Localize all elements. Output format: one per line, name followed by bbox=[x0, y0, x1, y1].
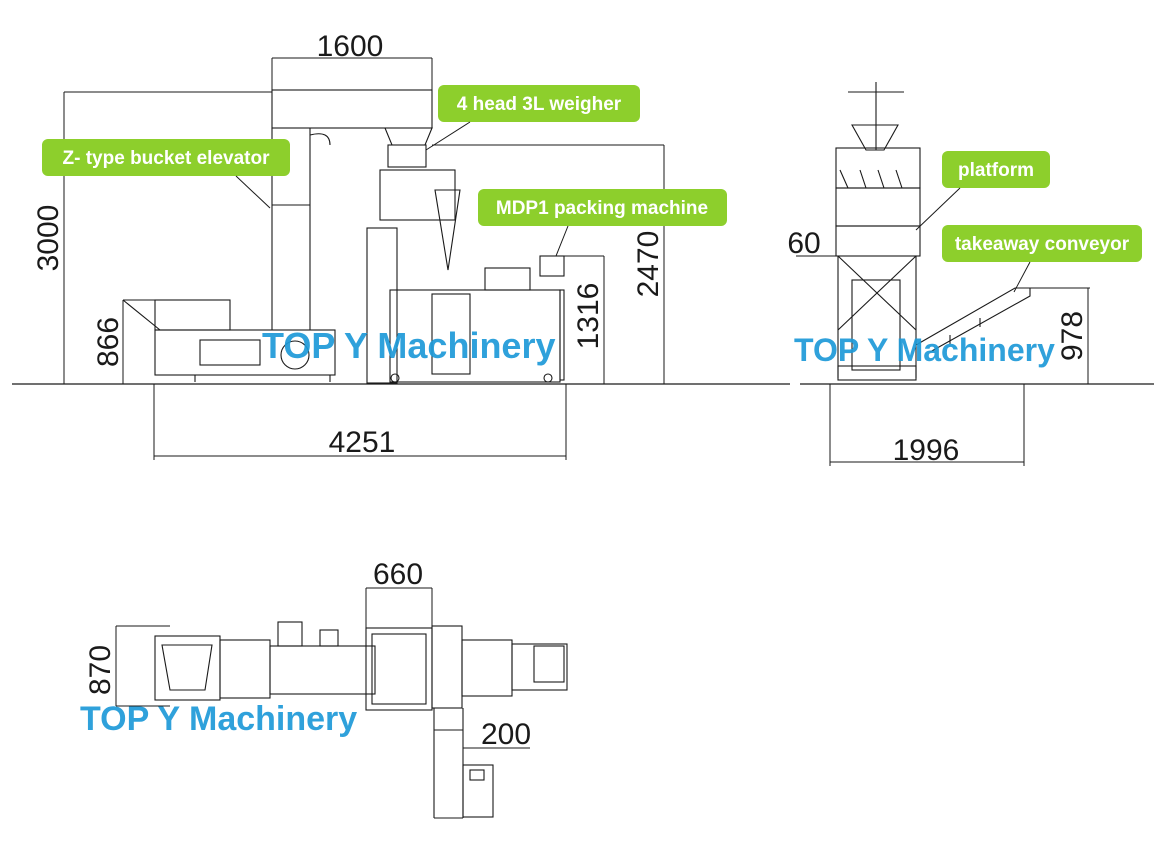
front-dimension-lines bbox=[63, 57, 665, 460]
callout-elevator-label: Z- type bucket elevator bbox=[63, 148, 271, 169]
side-dimension-lines bbox=[796, 255, 1090, 466]
leader-weigher bbox=[425, 121, 471, 151]
watermark-front: TOP Y Machinery bbox=[262, 325, 555, 366]
dim-platform-height: 60 bbox=[787, 227, 820, 260]
bucket-elevator-drawing bbox=[122, 89, 433, 382]
dim-plan-width: 660 bbox=[373, 558, 423, 591]
callout-packing-label: MDP1 packing machine bbox=[496, 198, 708, 219]
callout-conveyor-label: takeaway conveyor bbox=[955, 234, 1130, 255]
dim-total-height: 3000 bbox=[32, 205, 65, 272]
plan-dimension-lines bbox=[115, 587, 530, 749]
dim-weigher-height: 2470 bbox=[632, 231, 665, 298]
plan-view: 660 870 200 TOP Y Machinery bbox=[80, 558, 568, 819]
leader-platform bbox=[915, 187, 961, 231]
front-view: 1600 3000 866 2470 1316 4251 Z- type buc… bbox=[12, 30, 790, 460]
dim-packer-height: 1316 bbox=[572, 283, 605, 350]
dim-plan-offset: 200 bbox=[481, 718, 531, 751]
weigher-packer-drawing bbox=[366, 144, 565, 384]
callout-conveyor: takeaway conveyor bbox=[942, 225, 1142, 262]
leader-packing bbox=[555, 225, 569, 257]
dim-total-length: 4251 bbox=[329, 426, 396, 459]
callout-weigher: 4 head 3L weigher bbox=[438, 85, 640, 122]
callout-weigher-label: 4 head 3L weigher bbox=[457, 94, 622, 115]
leader-elevator bbox=[235, 175, 271, 209]
plan-machine-drawing bbox=[154, 621, 568, 819]
callout-packing: MDP1 packing machine bbox=[478, 189, 727, 226]
dim-side-width: 1996 bbox=[893, 434, 960, 467]
watermark-plan: TOP Y Machinery bbox=[80, 700, 357, 738]
side-view: 60 978 1996 platform takeaway conveyor T… bbox=[787, 82, 1154, 467]
side-machine-drawing bbox=[835, 82, 1031, 381]
dim-conveyor-height: 978 bbox=[1056, 311, 1089, 361]
leader-conveyor bbox=[1013, 261, 1031, 293]
callout-platform: platform bbox=[942, 151, 1050, 188]
dim-top-width: 1600 bbox=[317, 30, 384, 63]
dim-plan-depth: 870 bbox=[84, 645, 117, 695]
callout-platform-label: platform bbox=[958, 160, 1034, 181]
dim-feeder-height: 866 bbox=[92, 317, 125, 367]
watermark-side: TOP Y Machinery bbox=[794, 332, 1055, 368]
callout-elevator: Z- type bucket elevator bbox=[42, 139, 290, 176]
